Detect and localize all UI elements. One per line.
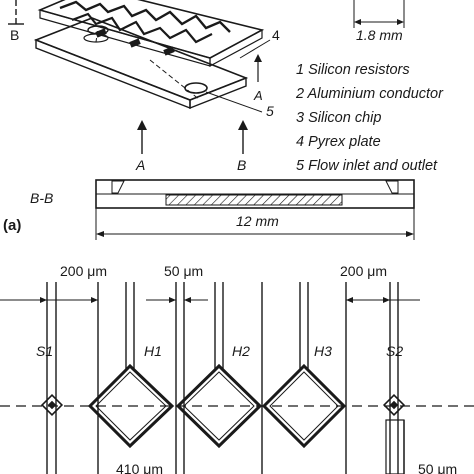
section-b-b: B-B (a) 12 mm — [3, 179, 415, 240]
section-a-label: A — [135, 157, 145, 173]
silicon-chip-edge — [39, 9, 211, 67]
silicon-chip-side — [209, 28, 263, 68]
heater-h3-label: H3 — [314, 343, 332, 359]
legend-item-2: 2 Aluminium conductor — [295, 86, 444, 102]
heater-h2: H2 — [175, 343, 263, 449]
flow-inlet-hole — [184, 82, 208, 94]
section-b-label: B — [237, 157, 246, 173]
heater-h1: H1 — [87, 343, 175, 449]
dim-left-top-label: 200 μm — [60, 263, 107, 279]
section-name: B-B — [30, 190, 53, 206]
silicon-chip-section — [165, 194, 343, 206]
dim-right-top: 200 μm — [340, 263, 420, 303]
pyrex-plate-side — [189, 76, 247, 110]
legend-item-3: 3 Silicon chip — [296, 110, 381, 126]
dim-bottom-left-label: 410 μm — [116, 461, 163, 474]
heater-h3: H3 — [261, 343, 347, 449]
callout-5: 5 — [266, 103, 274, 119]
layout-view: S1 H1 H2 H3 S2 — [0, 263, 474, 474]
panel-label: (a) — [3, 217, 21, 234]
chip-width-label: 1.8 mm — [356, 27, 403, 43]
dim-mid-top: 50 μm — [146, 263, 208, 303]
legend-item-1: 1 Silicon resistors — [296, 62, 410, 78]
dim-right-top-label: 200 μm — [340, 263, 387, 279]
flow-outlet-hole — [87, 25, 109, 35]
dim-left-top: 200 μm — [0, 263, 107, 303]
length-label: 12 mm — [236, 213, 279, 229]
legend-item-4: 4 Pyrex plate — [296, 134, 381, 150]
legend: 1 Silicon resistors 2 Aluminium conducto… — [295, 62, 444, 174]
legend-item-5: 5 Flow inlet and outlet — [296, 158, 438, 174]
sensor-s1-label: S1 — [36, 343, 53, 359]
sensor-s2: S2 — [382, 343, 406, 474]
label-b-top: B — [10, 27, 19, 43]
exploded-view: B 4 A 5 A B — [8, 0, 280, 173]
label-a-near: A — [253, 88, 263, 103]
sensor-s2-label: S2 — [386, 343, 403, 359]
chip-width-dimension: 1.8 mm — [353, 0, 405, 43]
heater-h2-label: H2 — [232, 343, 250, 359]
callout-4: 4 — [272, 27, 280, 43]
heater-h1-label: H1 — [144, 343, 162, 359]
dim-bottom-right-label: 50 μm — [418, 461, 457, 474]
sensor-s1: S1 — [36, 343, 64, 417]
dim-mid-top-label: 50 μm — [164, 263, 203, 279]
